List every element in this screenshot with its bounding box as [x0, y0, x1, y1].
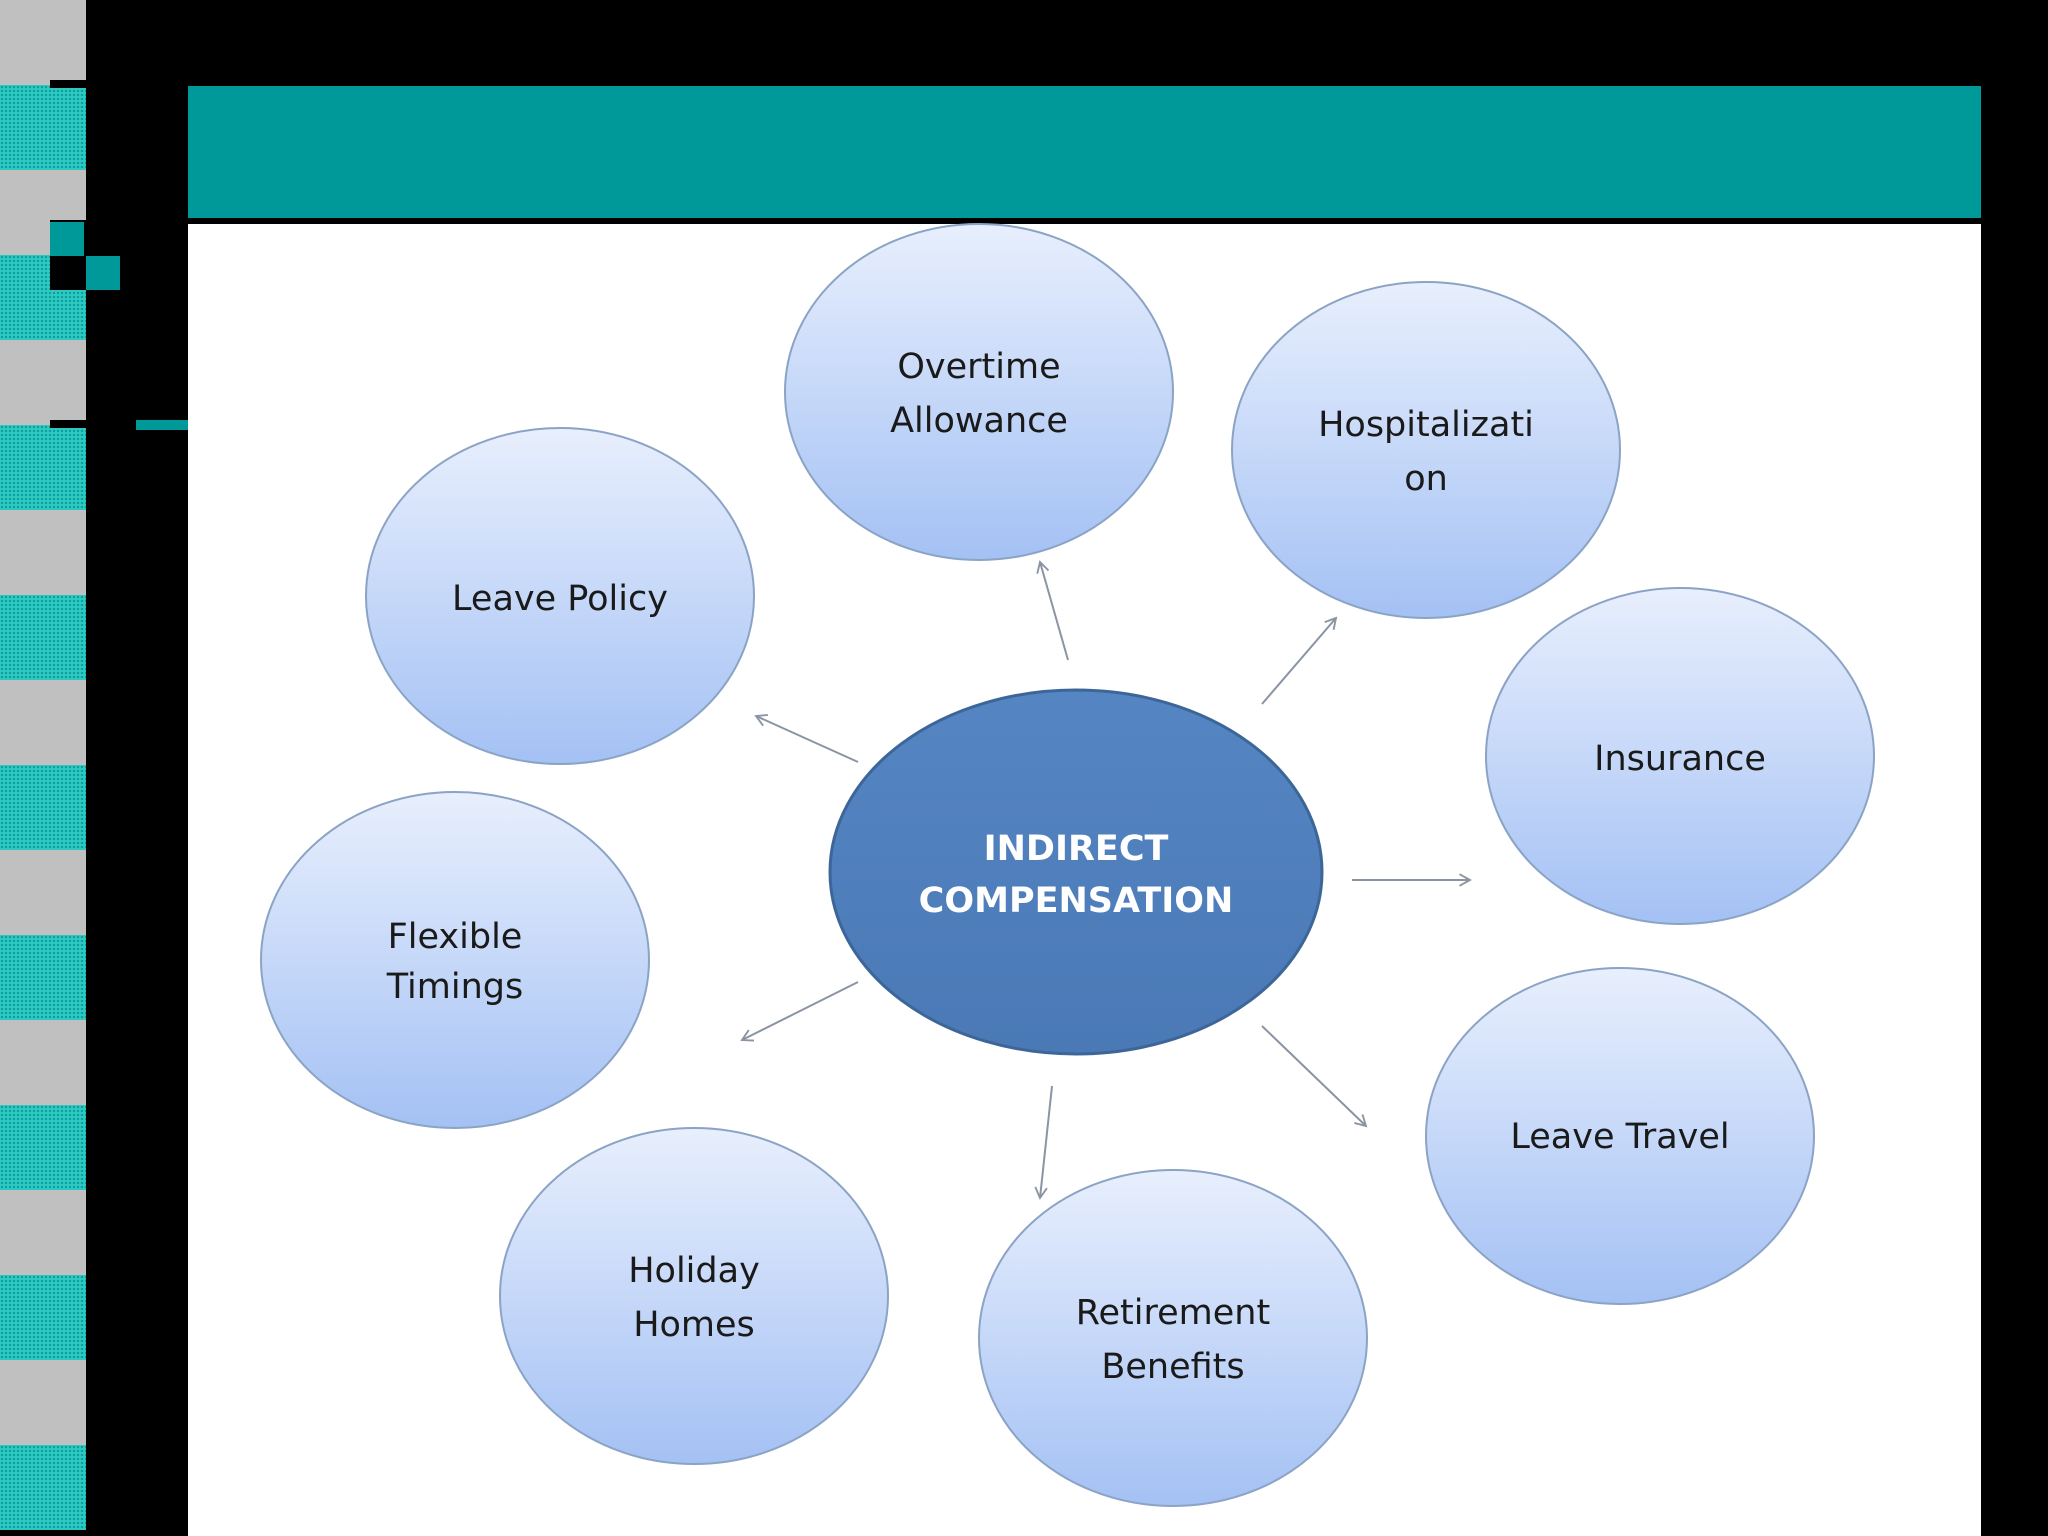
- connector-arrows: [740, 560, 1472, 1200]
- decor-square-teal: [50, 222, 84, 256]
- strip-teal-block: [0, 255, 86, 340]
- node-leave-travel-line1: Leave Travel: [1510, 1117, 1729, 1157]
- arrow-to-hospitalization: [1261, 616, 1338, 705]
- strip-teal-block: [0, 765, 86, 850]
- node-leave-policy: Leave Policy: [365, 427, 755, 765]
- node-holiday: Holiday Homes: [499, 1127, 889, 1465]
- arrow-to-overtime: [1036, 560, 1069, 661]
- node-leave-policy-line1: Leave Policy: [452, 579, 668, 619]
- node-leave-travel: Leave Travel: [1425, 967, 1815, 1305]
- center-node-line1: INDIRECT: [984, 829, 1169, 869]
- arrow-to-leave-travel: [1261, 1025, 1368, 1128]
- arrow-to-holiday: [740, 981, 859, 1042]
- node-hospitalization-line1: Hospitalizati: [1318, 405, 1534, 445]
- node-hospitalization: Hospitalizati on: [1231, 281, 1621, 619]
- left-decorative-strip: [0, 0, 86, 1536]
- center-node-line2: COMPENSATION: [919, 881, 1234, 921]
- node-retirement: Retirement Benefits: [978, 1169, 1368, 1507]
- decor-square-black: [50, 256, 86, 290]
- strip-gray-block: [0, 850, 86, 935]
- decor-line: [50, 80, 86, 88]
- node-hospitalization-line2: on: [1404, 459, 1448, 499]
- strip-teal-block: [0, 595, 86, 680]
- strip-teal-block: [0, 935, 86, 1020]
- node-retirement-line1: Retirement: [1076, 1293, 1270, 1333]
- strip-gray-block: [0, 340, 86, 425]
- node-holiday-line1: Holiday: [628, 1251, 760, 1291]
- node-overtime-line2: Allowance: [890, 401, 1068, 441]
- strip-teal-block: [0, 1275, 86, 1360]
- node-retirement-line2: Benefits: [1101, 1347, 1244, 1387]
- strip-gray-block: [0, 510, 86, 595]
- strip-gray-block: [0, 0, 86, 85]
- strip-gray-block: [0, 680, 86, 765]
- title-bar: [188, 86, 1981, 218]
- center-node: INDIRECT COMPENSATION: [828, 688, 1324, 1056]
- node-flexible-line2: Timings: [386, 967, 523, 1007]
- strip-teal-block: [0, 85, 86, 170]
- arrow-to-leave-policy: [754, 714, 859, 763]
- strip-teal-block: [0, 1105, 86, 1190]
- strip-teal-block: [0, 1445, 86, 1530]
- decor-square-teal: [86, 256, 120, 290]
- arrow-to-retirement: [1034, 1085, 1053, 1200]
- strip-gray-block: [0, 1360, 86, 1445]
- node-overtime-line1: Overtime: [897, 347, 1060, 387]
- decor-line-teal: [136, 420, 188, 430]
- node-flexible: Flexible Timings: [260, 791, 650, 1129]
- node-flexible-line1: Flexible: [388, 917, 523, 957]
- decor-line: [50, 420, 86, 428]
- strip-teal-block: [0, 425, 86, 510]
- strip-gray-block: [0, 1020, 86, 1105]
- node-insurance-line1: Insurance: [1594, 739, 1766, 779]
- node-holiday-line2: Homes: [633, 1305, 755, 1345]
- node-overtime: Overtime Allowance: [784, 223, 1174, 561]
- node-insurance: Insurance: [1485, 587, 1875, 925]
- strip-gray-block: [0, 1190, 86, 1275]
